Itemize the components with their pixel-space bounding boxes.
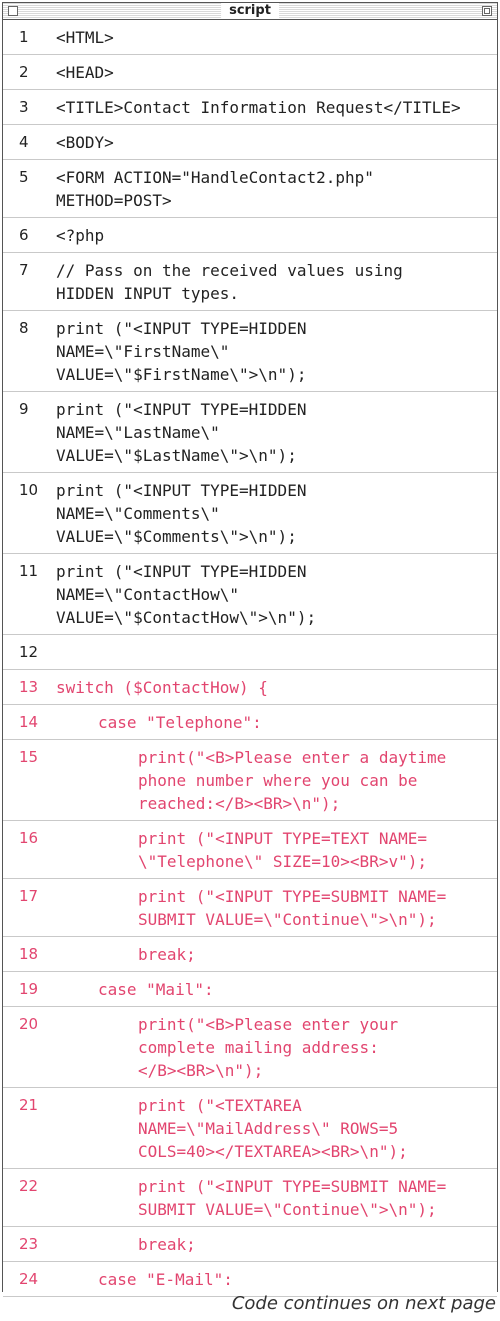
code-line: 14 case "Telephone": <box>3 705 497 740</box>
line-number: 3 <box>19 98 29 116</box>
line-code: <FORM ACTION="HandleContact2.php" METHOD… <box>56 168 374 210</box>
line-number: 17 <box>19 887 39 905</box>
line-number: 15 <box>19 748 39 766</box>
line-number: 2 <box>19 63 29 81</box>
window-title: script <box>221 3 279 19</box>
line-code: print ("<INPUT TYPE=HIDDEN NAME=\"Contac… <box>56 562 317 627</box>
line-number: 9 <box>19 400 29 418</box>
line-number: 19 <box>19 980 39 998</box>
code-line: 17 print ("<INPUT TYPE=SUBMIT NAME= SUBMI… <box>3 879 497 937</box>
line-code: // Pass on the received values using HID… <box>56 261 403 303</box>
code-line: 7 // Pass on the received values using HI… <box>3 253 497 311</box>
code-line: 10 print ("<INPUT TYPE=HIDDEN NAME=\"Comm… <box>3 473 497 554</box>
code-line: 5 <FORM ACTION="HandleContact2.php" METHO… <box>3 160 497 218</box>
line-code: <HEAD> <box>56 63 114 82</box>
line-number: 22 <box>19 1177 39 1195</box>
code-line: 19 case "Mail": <box>3 972 497 1007</box>
code-line: 12 <box>3 635 497 670</box>
line-code: <?php <box>56 226 105 245</box>
code-line: 16 print ("<INPUT TYPE=TEXT NAME= \"Telep… <box>3 821 497 879</box>
line-code: break; <box>138 945 196 964</box>
line-code: print ("<INPUT TYPE=TEXT NAME= \"Telepho… <box>138 829 427 871</box>
line-code: print ("<TEXTAREA NAME=\"MailAddress\" R… <box>138 1096 408 1161</box>
line-code: print("<B>Please enter a daytime phone n… <box>138 748 447 813</box>
line-code: print ("<INPUT TYPE=HIDDEN NAME=\"LastNa… <box>56 400 307 465</box>
line-number: 8 <box>19 319 29 337</box>
line-code: <BODY> <box>56 133 114 152</box>
code-line: 23 break; <box>3 1227 497 1262</box>
line-number: 14 <box>19 713 39 731</box>
code-line: 8 print ("<INPUT TYPE=HIDDEN NAME=\"First… <box>3 311 497 392</box>
code-line: 4 <BODY> <box>3 125 497 160</box>
line-number: 5 <box>19 168 29 186</box>
code-line: 20 print("<B>Please enter your complete m… <box>3 1007 497 1088</box>
line-number: 1 <box>19 28 29 46</box>
code-listing: 1 <HTML> 2 <HEAD> 3 <TITLE>Contact Informatio… <box>3 20 497 1297</box>
code-line: 18 break; <box>3 937 497 972</box>
window-titlebar[interactable]: script <box>2 2 498 20</box>
line-number: 13 <box>19 678 39 696</box>
code-line: 22 print ("<INPUT TYPE=SUBMIT NAME= SUBMI… <box>3 1169 497 1227</box>
code-line: 9 print ("<INPUT TYPE=HIDDEN NAME=\"LastN… <box>3 392 497 473</box>
close-box-icon[interactable] <box>8 6 18 16</box>
line-code: print ("<INPUT TYPE=SUBMIT NAME= SUBMIT … <box>138 887 447 929</box>
line-number: 10 <box>19 481 39 499</box>
line-number: 7 <box>19 261 29 279</box>
line-code: print ("<INPUT TYPE=HIDDEN NAME=\"Commen… <box>56 481 307 546</box>
line-code: case "E-Mail": <box>98 1270 233 1289</box>
continuation-note: Code continues on next page <box>231 1293 496 1314</box>
line-code: break; <box>138 1235 196 1254</box>
line-code: case "Mail": <box>98 980 214 999</box>
line-code: case "Telephone": <box>98 713 262 732</box>
code-line: 11 print ("<INPUT TYPE=HIDDEN NAME=\"Cont… <box>3 554 497 635</box>
line-number: 24 <box>19 1270 39 1288</box>
code-line: 2 <HEAD> <box>3 55 497 90</box>
code-line: 24 case "E-Mail": <box>3 1262 497 1297</box>
code-line: 1 <HTML> <box>3 20 497 55</box>
line-number: 18 <box>19 945 39 963</box>
line-code: switch ($ContactHow) { <box>56 678 268 697</box>
code-line: 3 <TITLE>Contact Information Request</TIT… <box>3 90 497 125</box>
line-number: 11 <box>19 562 39 580</box>
code-line: 15 print("<B>Please enter a daytime phone… <box>3 740 497 821</box>
script-window: script 1 <HTML> 2 <HEAD> 3 <TITLE>Contact Inf… <box>2 2 498 1297</box>
line-code: print ("<INPUT TYPE=HIDDEN NAME=\"FirstN… <box>56 319 307 384</box>
line-number: 23 <box>19 1235 39 1253</box>
line-number: 4 <box>19 133 29 151</box>
line-code: print ("<INPUT TYPE=SUBMIT NAME= SUBMIT … <box>138 1177 447 1219</box>
line-number: 16 <box>19 829 39 847</box>
line-code: print("<B>Please enter your complete mai… <box>138 1015 399 1080</box>
code-line: 21 print ("<TEXTAREA NAME=\"MailAddress\"… <box>3 1088 497 1169</box>
line-number: 12 <box>19 643 39 661</box>
line-code: <TITLE>Contact Information Request</TITL… <box>56 98 461 117</box>
code-line: 6 <?php <box>3 218 497 253</box>
zoom-box-icon[interactable] <box>482 6 492 16</box>
line-number: 20 <box>19 1015 39 1033</box>
line-number: 21 <box>19 1096 39 1114</box>
line-code: <HTML> <box>56 28 114 47</box>
line-code <box>56 641 497 664</box>
code-line: 13 switch ($ContactHow) { <box>3 670 497 705</box>
line-number: 6 <box>19 226 29 244</box>
